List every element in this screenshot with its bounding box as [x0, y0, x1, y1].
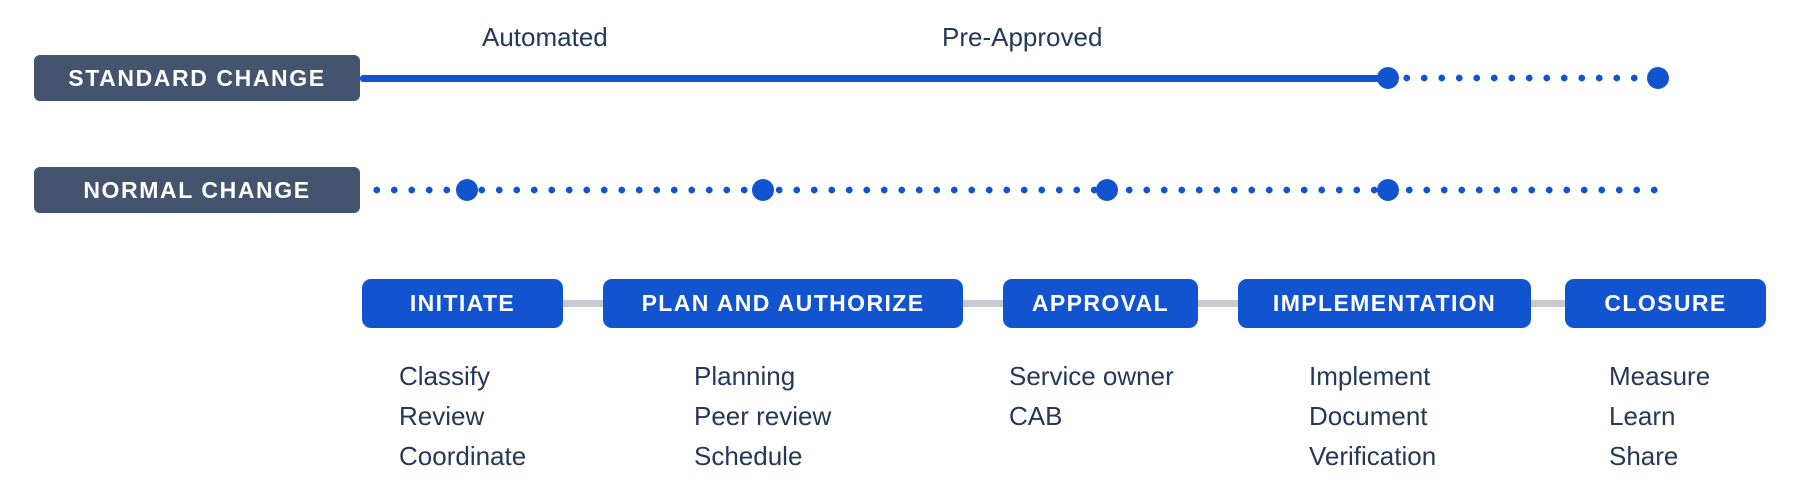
- task-item: Share: [1609, 441, 1679, 471]
- normal-change-tag: NORMAL CHANGE: [34, 167, 360, 213]
- task-item: Service owner: [1009, 361, 1174, 391]
- task-item: Learn: [1609, 401, 1676, 431]
- stage-connector: [1198, 300, 1238, 307]
- task-item: Schedule: [694, 441, 803, 471]
- stage-connector: [1531, 300, 1565, 307]
- normal-change-dotted-line: [368, 186, 1668, 194]
- stage-button-plan-and-authorize: PLAN AND AUTHORIZE: [603, 279, 963, 328]
- milestone-dot: [1377, 179, 1399, 201]
- standard-change-solid-line: [360, 75, 1388, 82]
- stage-button-closure: CLOSURE: [1565, 279, 1766, 328]
- task-item: Implement: [1309, 361, 1431, 391]
- stage-connector: [963, 300, 1003, 307]
- stage-connector: [563, 300, 603, 307]
- task-item: Coordinate: [399, 441, 527, 471]
- task-item: Verification: [1309, 441, 1437, 471]
- milestone-dot: [1377, 67, 1399, 89]
- task-item: Review: [399, 401, 485, 431]
- milestone-dot: [1096, 179, 1118, 201]
- task-item: Document: [1309, 401, 1428, 431]
- milestone-dot: [1647, 67, 1669, 89]
- milestone-dot: [456, 179, 478, 201]
- stage-button-initiate: INITIATE: [362, 279, 563, 328]
- pre-approved-annotation: Pre-Approved: [942, 22, 1103, 52]
- task-item: CAB: [1009, 401, 1063, 431]
- task-item: Measure: [1609, 361, 1711, 391]
- task-item: Classify: [399, 361, 491, 391]
- stage-button-implementation: IMPLEMENTATION: [1238, 279, 1531, 328]
- standard-change-tag: STANDARD CHANGE: [34, 55, 360, 101]
- task-item: Planning: [694, 361, 796, 391]
- stage-button-approval: APPROVAL: [1003, 279, 1198, 328]
- task-item: Peer review: [694, 401, 832, 431]
- milestone-dot: [752, 179, 774, 201]
- automated-annotation: Automated: [482, 22, 608, 52]
- standard-change-dotted-line: [1398, 74, 1648, 82]
